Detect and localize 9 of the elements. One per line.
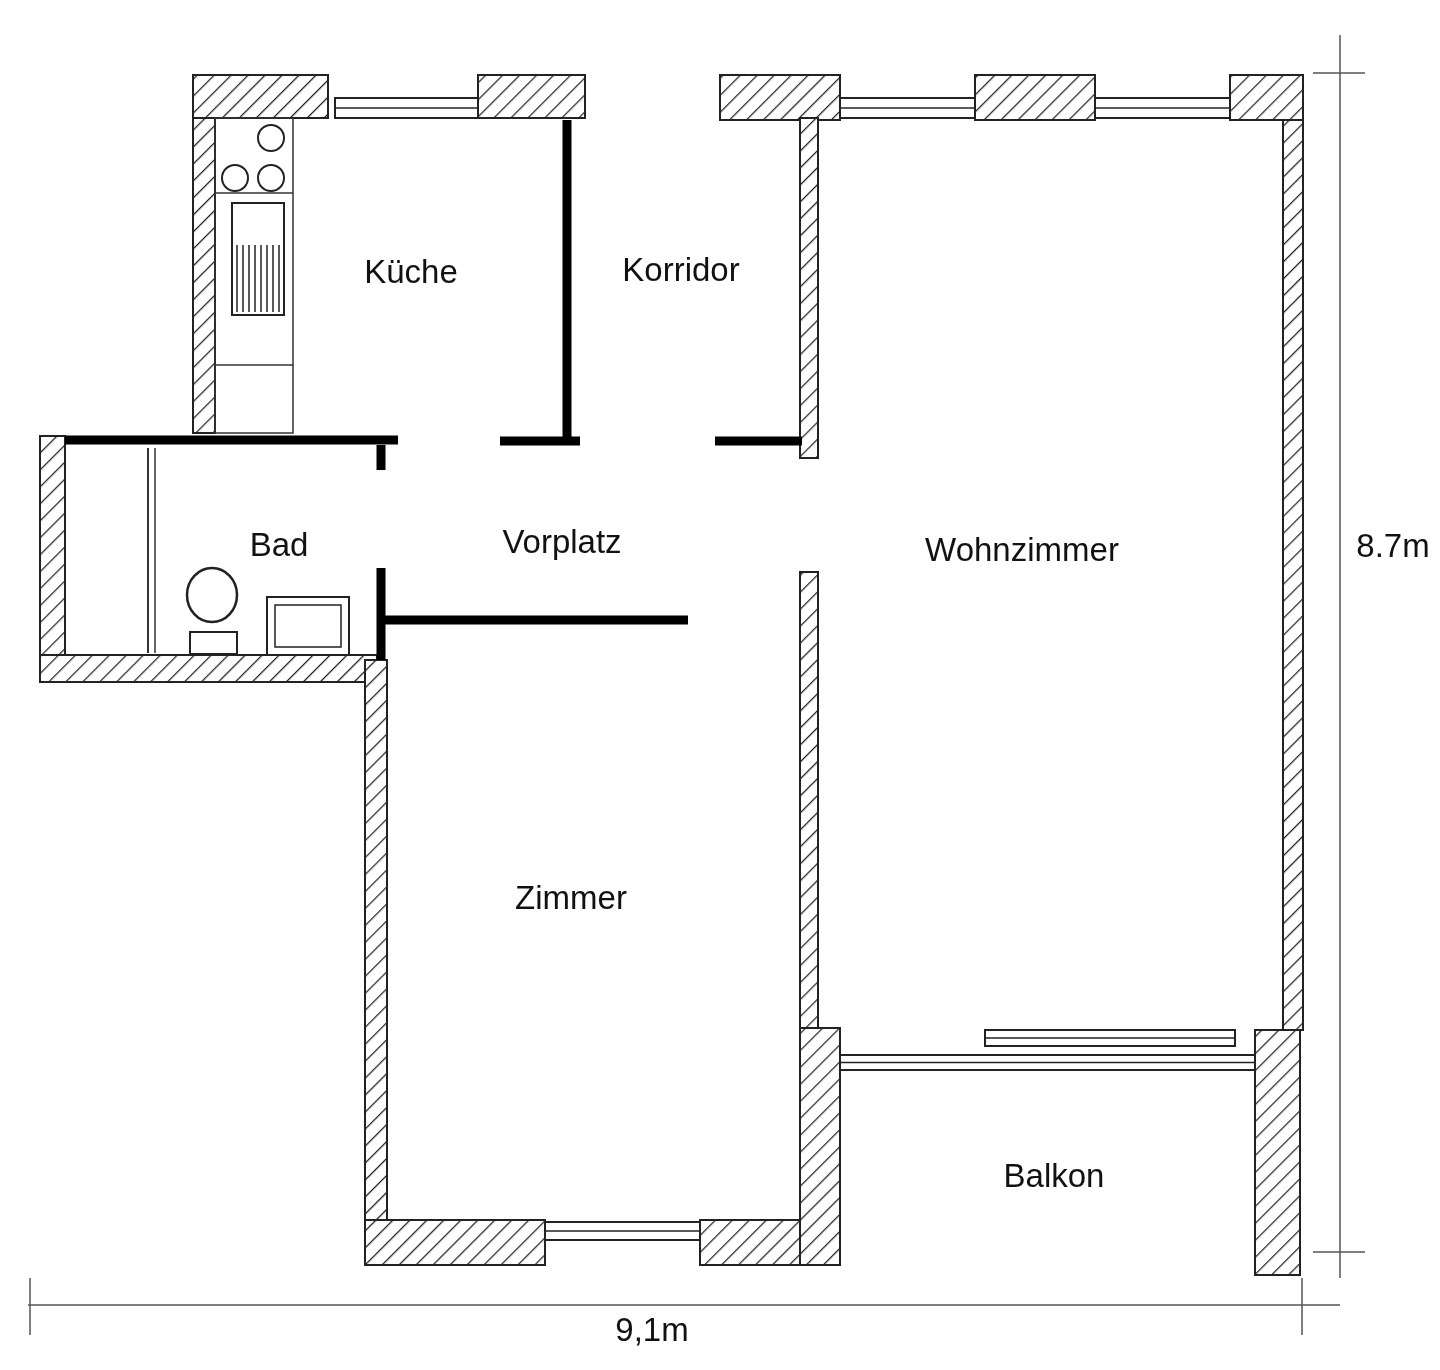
room-label: Balkon [1003, 1157, 1105, 1195]
room-label: Zimmer [515, 879, 627, 917]
dimension-label: 8.7m [1356, 527, 1430, 565]
room-label: Küche [364, 253, 458, 291]
room-label: Vorplatz [502, 523, 622, 561]
room-label: Bad [249, 526, 309, 564]
room-label: Wohnzimmer [925, 531, 1119, 569]
room-label: Korridor [622, 251, 740, 289]
dimension-label: 9,1m [615, 1311, 689, 1349]
